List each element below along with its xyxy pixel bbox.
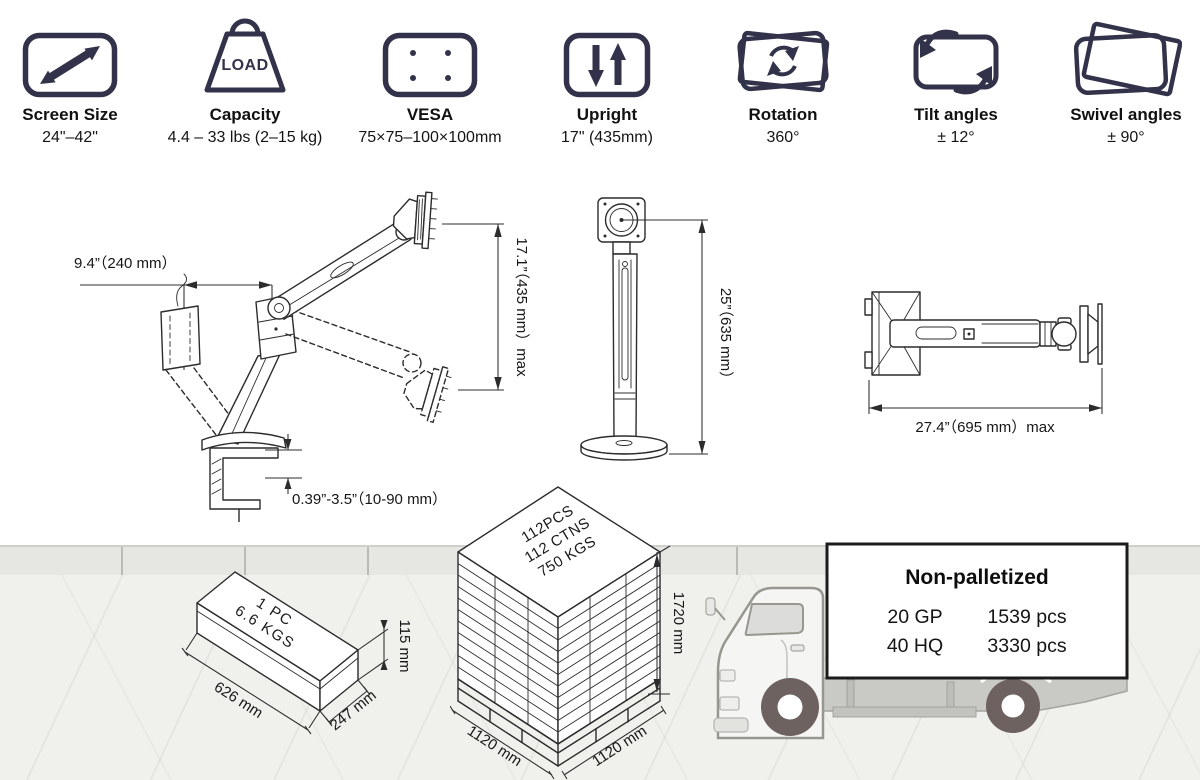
truck-mirror <box>705 597 716 616</box>
pallet <box>457 678 661 767</box>
spec-value: 24"–42" <box>42 129 98 146</box>
spec-label: Tilt angles <box>914 105 998 124</box>
spec-label: Screen Size <box>22 105 118 124</box>
vesa-head-dashed <box>403 366 453 424</box>
vesa-head-solid <box>392 191 438 250</box>
carton-layers-right <box>557 563 661 733</box>
spec-col-rotation: Rotation 360° <box>663 14 903 147</box>
pole-front-view-drawing: 25”（635 mm） <box>580 197 734 461</box>
truck-bed <box>822 677 1128 712</box>
pallet-depth-dim-label: 1120 mm <box>464 722 525 770</box>
load-icon-text: LOAD <box>221 57 268 74</box>
spec-value: 4.4 – 33 lbs (2–15 kg) <box>167 129 323 146</box>
spec-col-upright: Upright 17" (435mm) <box>487 14 727 147</box>
swivel-icon <box>1073 21 1182 97</box>
arm-width-dim-label: 9.4”（240 mm） <box>74 255 177 272</box>
truck-door-handle <box>790 644 805 652</box>
rotation-icon <box>737 30 830 93</box>
spec-value: 75×75–100×100mm <box>358 129 502 146</box>
pole-height-dim-label: 25”（635 mm） <box>717 288 734 386</box>
spec-value: ± 12° <box>937 129 975 146</box>
truck-frame-rail <box>832 706 977 718</box>
pallet-height-dim-label: 1720 mm <box>670 592 687 655</box>
spec-label: Swivel angles <box>1070 105 1182 124</box>
spec-col-swivel: Swivel angles ± 90° <box>1006 14 1200 147</box>
truck-drawing: Non-palletized 20 GP 1539 pcs 40 HQ 3330… <box>705 542 1129 740</box>
spec-label: Rotation <box>748 105 818 124</box>
single-box-drawing: 1 PC 6.6 KGS 626 mm 247 mm 115 mm <box>181 571 413 735</box>
shipping-info-panel <box>825 542 1129 680</box>
shipping-qty-20gp: 1539 pcs <box>987 606 1066 628</box>
shipping-qty-40hq: 3330 pcs <box>987 635 1066 657</box>
shipping-container-20gp: 20 GP <box>887 606 942 628</box>
clamp-range-dim-label: 0.39”-3.5”（10-90 mm） <box>292 491 447 508</box>
spec-label: VESA <box>406 105 454 124</box>
spec-label: Upright <box>576 105 638 124</box>
spec-col-vesa: VESA 75×75–100×100mm <box>310 14 550 147</box>
spec-col-capacity: LOAD Capacity 4.4 – 33 lbs (2–15 kg) <box>125 14 365 147</box>
spec-label: Capacity <box>209 105 281 124</box>
spec-col-screen-size: Screen Size 24"–42" <box>0 14 190 147</box>
spec-value: 360° <box>766 129 800 146</box>
upright-arrows-icon <box>563 32 651 98</box>
pallet-stack-drawing: 112PCS 112 CTNS 750 KGS 1720 mm 1120 mm … <box>450 486 687 780</box>
carton-layers-left <box>457 563 559 733</box>
spec-value: ± 90° <box>1107 129 1145 146</box>
box-height-dim-label: 115 mm <box>396 619 413 672</box>
tilt-arrows-icon <box>913 29 999 95</box>
spec-col-tilt: Tilt angles ± 12° <box>836 14 1076 147</box>
spec-value: 17" (435mm) <box>561 129 653 146</box>
shipping-container-40hq: 40 HQ <box>887 635 943 657</box>
topview-length-dim-label: 27.4”（695 mm）max <box>915 419 1055 436</box>
pallet-width-dim-label: 1120 mm <box>589 722 650 770</box>
arm-top-view-drawing: 27.4”（695 mm）max <box>864 291 1103 436</box>
pallet-label: 112PCS 112 CTNS 750 KGS <box>519 502 600 581</box>
screen-size-icon <box>22 32 118 98</box>
arm-height-dim-label: 17.1”（435 mm）max <box>513 237 530 377</box>
vesa-plate-icon <box>382 32 478 98</box>
arm-side-view-drawing: 9.4”（240 mm） 17.1”（435 mm）max <box>74 191 530 522</box>
load-weight-icon: LOAD <box>204 18 286 93</box>
shipping-title: Non-palletized <box>905 566 1049 589</box>
truck-window <box>744 603 804 637</box>
box-length-dim-label: 626 mm <box>211 678 266 721</box>
truck-bumper <box>713 717 749 733</box>
